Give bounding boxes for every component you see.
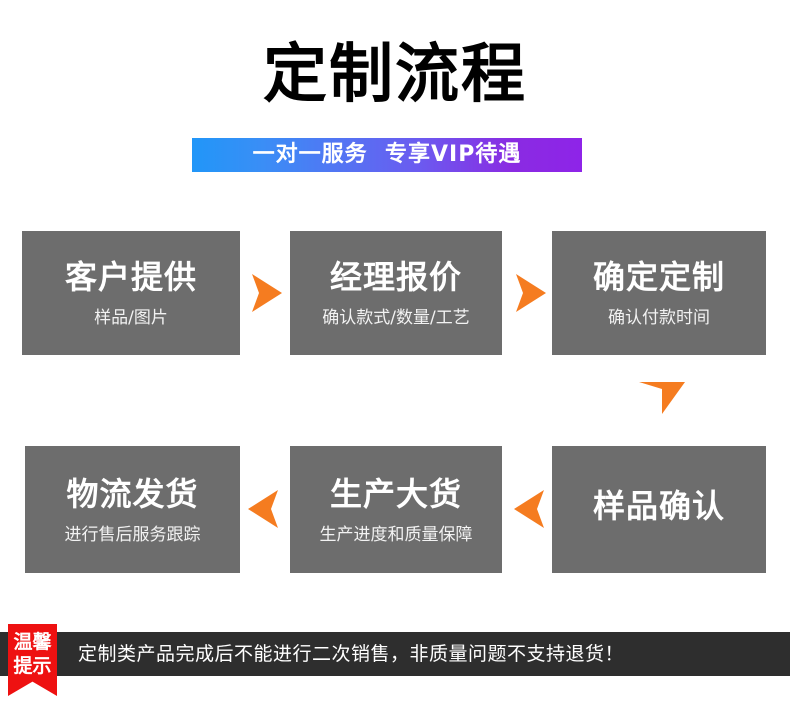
subtitle-banner: 一对一服务 专享VIP待遇 <box>192 138 582 172</box>
flow-step-2-subtitle: 确认款式/数量/工艺 <box>322 308 470 328</box>
flow-step-1-title: 客户提供 <box>64 258 197 296</box>
flow-step-4-title: 物流发货 <box>66 474 199 513</box>
notice-text: 定制类产品完成后不能进行二次销售，非质量问题不支持退货！ <box>78 643 625 665</box>
arrow-right-icon <box>506 270 552 316</box>
warm-tip-line-2: 提示 <box>13 655 52 677</box>
header-section: 定制流程 一对一服务 专享VIP待遇 <box>0 0 790 200</box>
arrow-left-icon <box>242 486 288 532</box>
arrow-down-icon <box>636 376 688 418</box>
flow-step-6: 样品确认 <box>552 446 766 573</box>
arrow-left-icon <box>508 486 554 532</box>
flow-step-3-subtitle: 确认付款时间 <box>608 308 710 328</box>
flow-step-2-title: 经理报价 <box>329 258 462 296</box>
flow-step-1-subtitle: 样品/图片 <box>94 308 168 328</box>
notice-bar: 定制类产品完成后不能进行二次销售，非质量问题不支持退货！ <box>0 632 790 676</box>
subtitle-text: 一对一服务 专享VIP待遇 <box>252 142 522 167</box>
flow-step-3: 确定定制 确认付款时间 <box>552 231 766 355</box>
flow-step-5: 生产大货 生产进度和质量保障 <box>290 446 502 573</box>
flow-step-4: 物流发货 进行售后服务跟踪 <box>25 446 240 573</box>
flow-step-1: 客户提供 样品/图片 <box>22 231 240 355</box>
flow-step-5-title: 生产大货 <box>329 474 462 513</box>
flow-step-6-title: 样品确认 <box>592 486 725 525</box>
flow-step-3-title: 确定定制 <box>592 258 725 296</box>
flow-step-4-subtitle: 进行售后服务跟踪 <box>64 524 201 545</box>
flow-step-2: 经理报价 确认款式/数量/工艺 <box>290 231 502 355</box>
arrow-right-icon <box>242 270 288 316</box>
flow-step-5-subtitle: 生产进度和质量保障 <box>319 524 473 545</box>
page-title: 定制流程 <box>263 38 527 112</box>
warm-tip-line-1: 温馨 <box>13 631 52 653</box>
